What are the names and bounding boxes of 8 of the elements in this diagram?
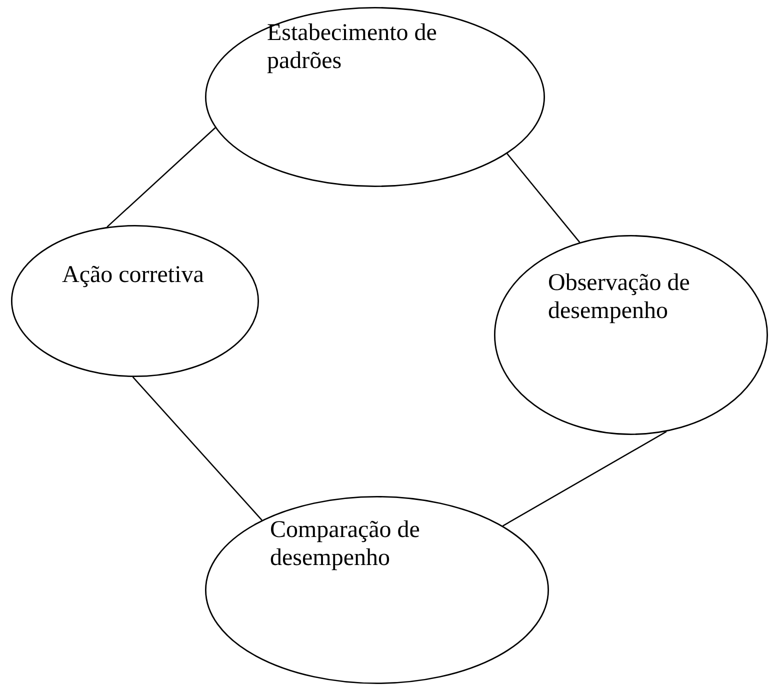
node-label: Estabecimento de padrões [267, 19, 438, 75]
connector-line [132, 376, 262, 521]
connector-line [506, 153, 580, 243]
node-label: Observação de desempenho [548, 269, 691, 325]
connector-line [106, 127, 216, 228]
connector-line [502, 431, 667, 526]
node-label: Ação corretiva [62, 261, 205, 289]
node-label: Comparação de desempenho [270, 516, 421, 572]
